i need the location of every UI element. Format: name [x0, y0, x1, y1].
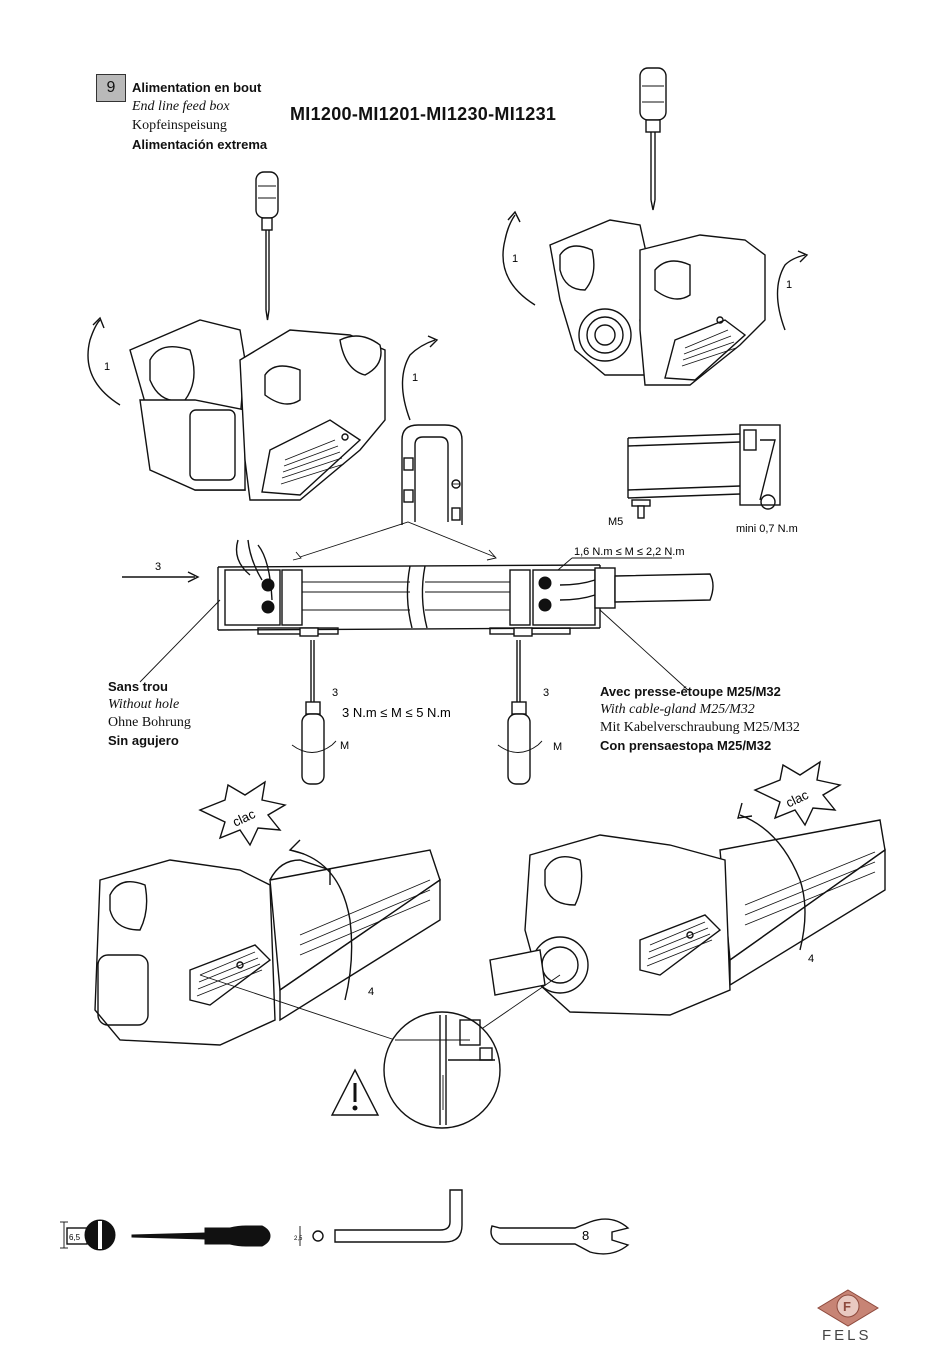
m5-label: M5: [608, 516, 623, 528]
model-numbers: MI1200-MI1201-MI1230-MI1231: [290, 104, 557, 124]
push-arrow-icon: [122, 571, 200, 583]
clac-burst-left: [198, 780, 287, 847]
assembled-box-left: [94, 849, 441, 1046]
screwdriver-icon: [255, 171, 279, 321]
torque-m-left: M: [340, 740, 349, 752]
rotate-label-tr-right: 1: [786, 279, 792, 291]
slide-label-right: 4: [808, 953, 814, 965]
screwdriver-size-icon: [60, 1219, 116, 1251]
gland-en: With cable-gland M25/M32: [600, 702, 755, 717]
rotate-label-tr-left: 1: [512, 253, 518, 265]
hex-key-size: 2,5: [294, 1236, 303, 1242]
brand-name: FELS: [822, 1327, 872, 1344]
screwdriver-icon: [497, 640, 543, 785]
zoom-detail: [383, 1011, 501, 1129]
gland-es: Con prensaestopa M25/M32: [600, 738, 772, 753]
screwdriver-size: 6,5: [69, 1233, 81, 1242]
step-titles: Alimentation en bout End line feed box K…: [132, 78, 267, 154]
no-hole-de: Ohne Bohrung: [108, 715, 191, 730]
no-hole-fr: Sans trou: [108, 679, 168, 694]
screwdriver-icon: [639, 67, 667, 211]
screwdriver-icon: [291, 640, 337, 785]
wrench-icon: [490, 1218, 630, 1255]
title-en: End line feed box: [132, 99, 230, 114]
assembled-box-right: [489, 819, 886, 1016]
rotate-arrow-icon: [87, 316, 439, 421]
rotate-arrow-icon: [288, 839, 353, 1001]
gland-de: Mit Kabelverschraubung M25/M32: [600, 720, 800, 735]
no-hole-en: Without hole: [108, 697, 180, 712]
torque-range-big: 3 N.m ≤ M ≤ 5 N.m: [342, 705, 451, 720]
note-no-hole: Sans trou Without hole Ohne Bohrung Sin …: [108, 678, 191, 750]
title-fr: Alimentation en bout: [132, 80, 262, 95]
slide-label-left: 4: [368, 986, 374, 998]
open-feed-box-right: [549, 219, 766, 386]
hex-key-icon: [299, 1189, 463, 1246]
note-with-gland: Avec presse-étoupe M25/M32 With cable-gl…: [600, 683, 800, 755]
wrench-size: 8: [582, 1228, 589, 1243]
fels-logo-icon: F: [817, 1289, 879, 1327]
title-de: Kopfeinspeisung: [132, 118, 227, 133]
screw-label-right: 3: [543, 687, 549, 699]
m5-fixing-detail: [627, 424, 781, 519]
svg-text:F: F: [843, 1299, 851, 1314]
torque-range-small: 1,6 N.m ≤ M ≤ 2,2 N.m: [574, 546, 684, 558]
screwdriver-icon: [131, 1225, 271, 1247]
gland-fr: Avec presse-étoupe M25/M32: [600, 684, 781, 699]
warning-icon: [330, 1068, 380, 1116]
rotate-arrow-icon: [502, 210, 809, 331]
rail-assembly: [217, 539, 714, 637]
no-hole-es: Sin agujero: [108, 733, 179, 748]
mounting-bracket: [401, 424, 463, 525]
push-label: 3: [155, 561, 161, 573]
rotate-label-left: 1: [104, 361, 110, 373]
torque-m-right: M: [553, 741, 562, 753]
rotate-label-right: 1: [412, 372, 418, 384]
mini-torque-label: mini 0,7 N.m: [736, 523, 798, 535]
clac-burst-right: [753, 760, 842, 827]
title-es: Alimentación extrema: [132, 137, 268, 152]
step-number: 9: [96, 74, 126, 102]
screw-label-left: 3: [332, 687, 338, 699]
rotate-arrow-icon: [737, 802, 806, 951]
open-feed-box-left: [129, 319, 386, 501]
